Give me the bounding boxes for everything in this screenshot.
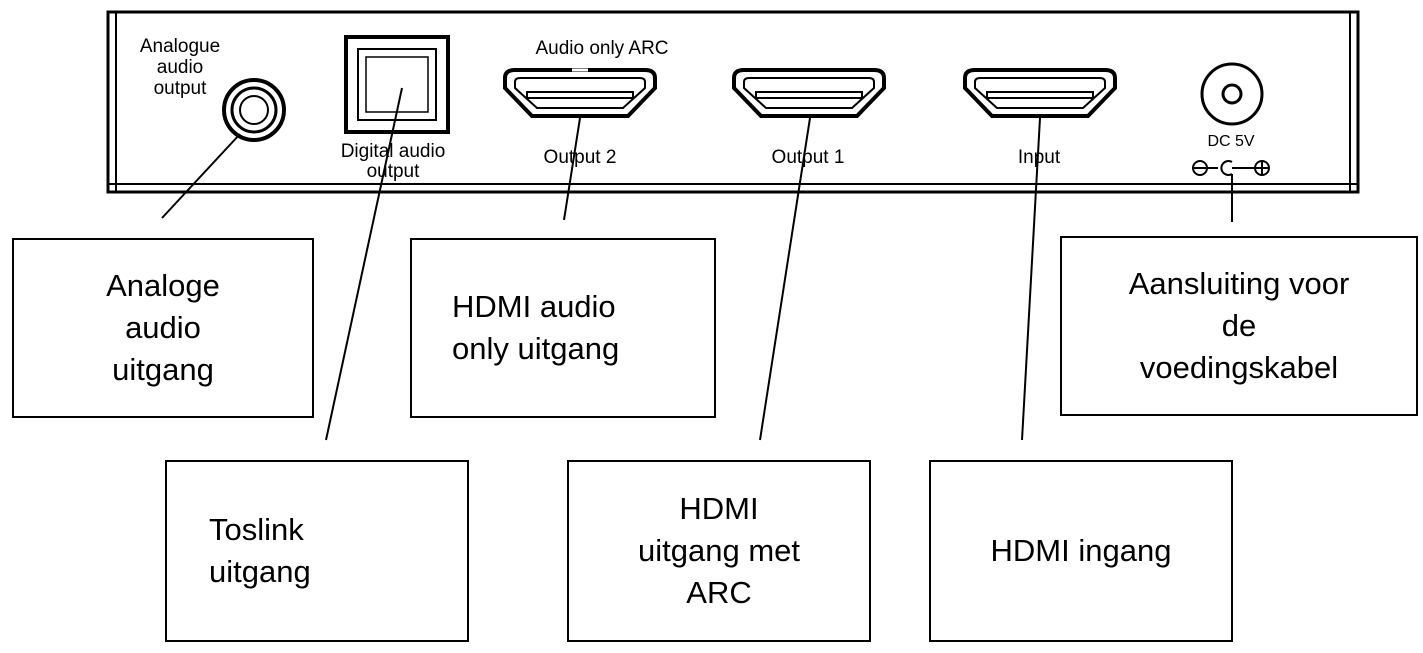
label-output2: Output 2 xyxy=(544,147,617,168)
dc-jack-icon xyxy=(1200,62,1264,126)
label-digital-line1: Digital audio xyxy=(341,141,446,162)
callout-analoge-audio-uitgang: Analoge audio uitgang xyxy=(12,238,314,418)
device-housing xyxy=(106,10,1360,194)
dc-polarity-icon xyxy=(1192,160,1270,176)
analogue-jack-icon xyxy=(222,78,286,142)
leader-line-output1 xyxy=(759,117,811,441)
leader-line-output2 xyxy=(563,117,581,221)
label-analogue-line1: Analogue xyxy=(140,36,220,57)
hdmi-port-input-icon xyxy=(963,68,1117,118)
leader-line-analogue xyxy=(161,133,241,219)
callout-toslink-uitgang: Toslink uitgang xyxy=(165,460,469,642)
label-output1: Output 1 xyxy=(772,147,845,168)
leader-line-toslink xyxy=(325,87,403,441)
callout-hdmi-ingang: HDMI ingang xyxy=(929,460,1233,642)
callout-hdmi-uitgang-met-arc: HDMI uitgang met ARC xyxy=(567,460,871,642)
label-arc-note: Audio only ARC xyxy=(535,38,668,59)
label-digital-line2: output xyxy=(367,161,421,182)
callout-hdmi-arc-text: HDMI uitgang met ARC xyxy=(638,491,800,610)
callout-hdmi-audio-only-text: HDMI audio only uitgang xyxy=(452,289,620,366)
label-analogue-line3: output xyxy=(154,78,208,99)
callout-analoge-text: Analoge audio uitgang xyxy=(106,268,220,387)
label-analogue-line2: audio xyxy=(157,57,204,78)
callout-toslink-text: Toslink uitgang xyxy=(209,512,311,589)
label-dc: DC 5V xyxy=(1207,133,1254,150)
hdmi-port-output1-icon xyxy=(732,68,886,118)
callout-hdmi-audio-only-uitgang: HDMI audio only uitgang xyxy=(410,238,716,418)
toslink-port-icon xyxy=(344,35,450,134)
callout-aansluiting-voedingskabel: Aansluiting voor de voedingskabel xyxy=(1060,236,1418,416)
hdmi-port-output2-icon xyxy=(503,68,657,118)
label-input: Input xyxy=(1018,147,1061,168)
callout-voeding-text: Aansluiting voor de voedingskabel xyxy=(1128,266,1350,385)
leader-line-input xyxy=(1021,117,1041,441)
callout-hdmi-ingang-text: HDMI ingang xyxy=(990,533,1172,568)
